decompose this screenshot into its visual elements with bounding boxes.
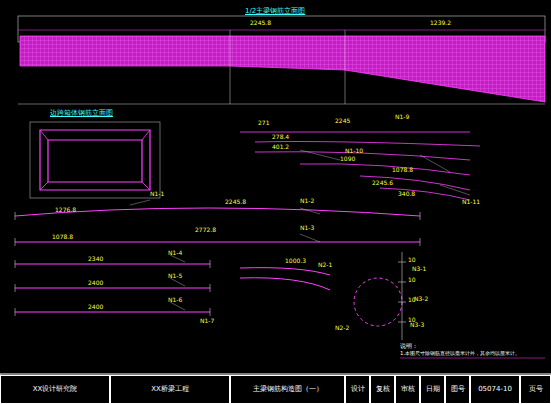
dimension-label: 2400	[88, 304, 103, 310]
dimension-label: 10	[408, 297, 416, 303]
title-block-text: 05074-10	[478, 386, 512, 393]
dimension-label: N1-7	[200, 318, 214, 324]
dimension-label: N1-4	[168, 250, 182, 256]
dimension-label: 2245.8	[250, 20, 271, 26]
dimension-label: 2400	[88, 280, 103, 286]
dimension-label: 1239.2	[430, 20, 451, 26]
title-block-cell: 05074-10	[470, 375, 520, 404]
view-title: 边跨箱体钢筋立面图	[50, 110, 113, 117]
dimension-label: N1-11	[462, 199, 480, 205]
dimension-label: 1090	[340, 156, 355, 162]
title-block-text: 主梁钢筋构造图（一）	[253, 386, 323, 393]
note-text: 说明：	[400, 343, 418, 349]
title-block-cell: 图号	[445, 375, 470, 404]
title-block-cell: XX设计研究院	[0, 375, 110, 404]
dimension-label: 340.8	[398, 191, 415, 197]
title-block-text: XX设计研究院	[33, 386, 78, 393]
title-block-cell: 复核	[370, 375, 395, 404]
dimension-label: 10	[408, 257, 416, 263]
dimension-label: N1-2	[300, 198, 314, 204]
dimension-label: 401.2	[272, 144, 289, 150]
title-block-text: 设计	[351, 386, 365, 393]
drawing-title: 1/2主梁钢筋立面图	[245, 6, 305, 16]
title-block-text: XX桥梁工程	[151, 386, 189, 393]
dimension-label: N1-1	[150, 191, 164, 197]
dimension-label: 10	[408, 317, 416, 323]
title-block-cell: 日期	[420, 375, 445, 404]
title-block-cell: 设计	[345, 375, 370, 404]
dimension-label: 2340	[88, 256, 103, 262]
dimension-label: N3-1	[412, 266, 426, 272]
title-block-cell: XX桥梁工程	[110, 375, 230, 404]
dimension-label: 2245.6	[372, 180, 393, 186]
dimension-label: 2245.8	[225, 199, 246, 205]
title-block-text: 日期	[426, 386, 440, 393]
dimension-label: N2-1	[318, 262, 332, 268]
dimension-label: 2772.8	[195, 227, 216, 233]
dimension-label: 1078.8	[392, 167, 413, 173]
title-block-text: 复核	[376, 386, 390, 393]
dimension-label: N1-9	[395, 114, 409, 120]
dimension-label: N1-5	[168, 273, 182, 279]
title-block-text: 图号	[451, 386, 465, 393]
title-block-cell: 主梁钢筋构造图（一）	[230, 375, 345, 404]
dimension-label: N3-2	[414, 296, 428, 302]
dimension-label: 1276.8	[55, 207, 76, 213]
title-block-text: 页号	[529, 386, 543, 393]
title-block-cell: 页号	[520, 375, 551, 404]
dimension-label: N1-6	[168, 297, 182, 303]
dimension-label: N1-10	[345, 148, 363, 154]
dimension-label: 2245	[335, 118, 350, 124]
dimension-label: 278.4	[272, 134, 289, 140]
dimension-label: N2-2	[335, 325, 349, 331]
dimension-label: 271	[258, 120, 269, 126]
dimension-label: 10	[408, 277, 416, 283]
dimension-label: 1078.8	[52, 234, 73, 240]
note-text: 1.本图尺寸除钢筋直径以毫米计外，其余均以厘米计。	[400, 351, 520, 356]
title-block-cell: 审核	[395, 375, 420, 404]
dimension-label: 1000.3	[285, 258, 306, 264]
dimension-label: N1-3	[300, 225, 314, 231]
title-block-text: 审核	[401, 386, 415, 393]
